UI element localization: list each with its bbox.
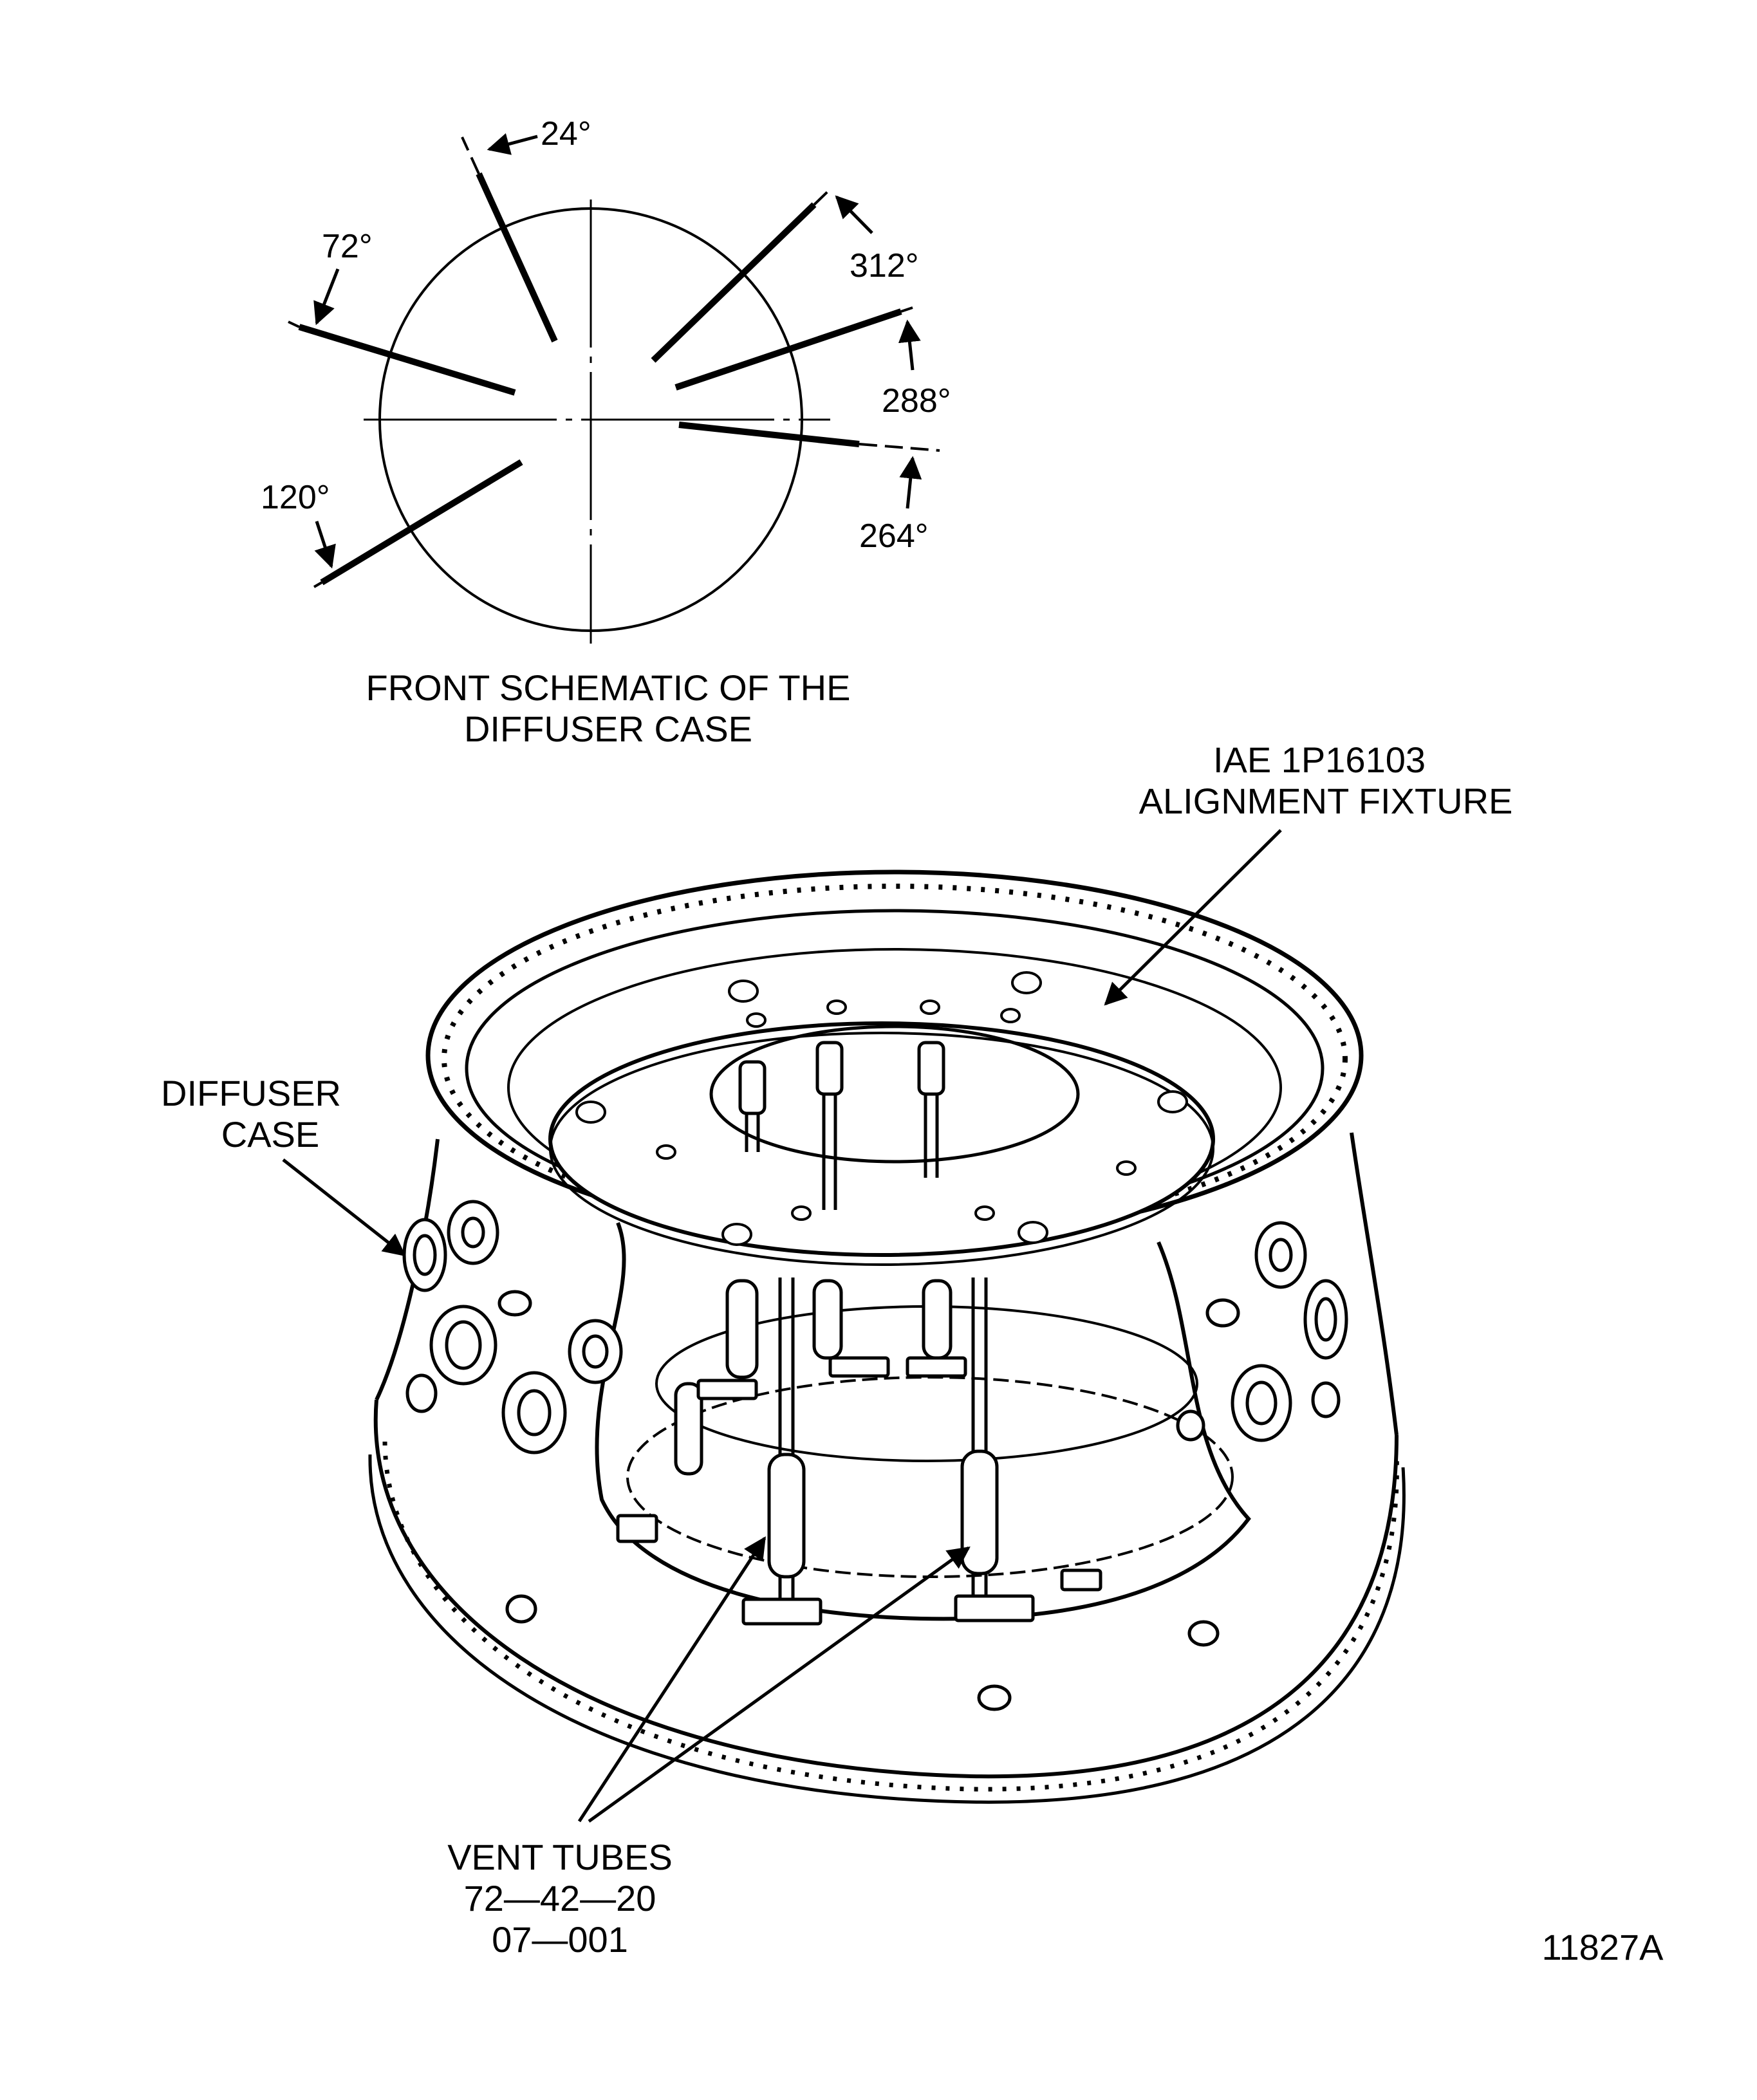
vent-leader-2 xyxy=(588,1546,971,1823)
fixture-leader xyxy=(1104,829,1282,1006)
radial-lines xyxy=(298,172,902,586)
angle-label-288: 288° xyxy=(882,382,951,420)
vent-label-line1: VENT TUBES xyxy=(447,1837,673,1877)
diffuser-case-drawing xyxy=(368,869,1406,1804)
vent-label-line2: 72—42—20 xyxy=(464,1878,656,1919)
vent-tubes-lower xyxy=(616,1278,1102,1626)
extension-lines xyxy=(288,136,940,588)
bottom-flange-holes xyxy=(382,1441,1399,1792)
alignment-fixture-plate xyxy=(548,1021,1215,1257)
inner-bottom-ring xyxy=(626,1376,1234,1578)
angle-label-312: 312° xyxy=(850,247,919,284)
front-schematic: 24° 72° 120° 312° 288° 264° FRONT SCHEMA… xyxy=(261,115,951,749)
diffuser-leader xyxy=(282,1158,406,1257)
angle-label-72: 72° xyxy=(322,228,373,265)
mounting-pads xyxy=(402,1200,1348,1711)
vent-tubes-upper xyxy=(738,1041,945,1210)
schematic-caption-line1: FRONT SCHEMATIC OF THE xyxy=(366,667,851,708)
bottom-flange-lip xyxy=(368,1454,1406,1804)
fixture-plate-edge xyxy=(549,1032,1214,1266)
bottom-flange xyxy=(373,1399,1399,1779)
schematic-caption-line2: DIFFUSER CASE xyxy=(464,709,752,749)
callouts: IAE 1P16103 ALIGNMENT FIXTURE DIFFUSER C… xyxy=(161,739,1664,1967)
angle-label-264: 264° xyxy=(859,517,929,555)
angle-labels: 24° 72° 120° 312° 288° 264° xyxy=(261,115,951,555)
figure-number: 11827A xyxy=(1542,1927,1664,1967)
fixture-label-line1: IAE 1P16103 xyxy=(1213,739,1426,780)
fixture-label-line2: ALIGNMENT FIXTURE xyxy=(1139,781,1513,821)
dimension-arrows xyxy=(313,133,922,569)
fixture-bolts xyxy=(575,971,1188,1246)
angle-label-24: 24° xyxy=(541,115,591,153)
angle-label-120: 120° xyxy=(261,479,330,516)
fixture-center-hole xyxy=(709,1025,1080,1164)
vent-label-line3: 07—001 xyxy=(492,1919,628,1960)
top-flange-holes xyxy=(442,884,1348,1234)
diffuser-label-line1: DIFFUSER xyxy=(161,1073,341,1113)
vent-leader-1 xyxy=(577,1536,767,1823)
case-right-side xyxy=(1350,1132,1399,1436)
diffuser-label-line2: CASE xyxy=(221,1114,320,1155)
